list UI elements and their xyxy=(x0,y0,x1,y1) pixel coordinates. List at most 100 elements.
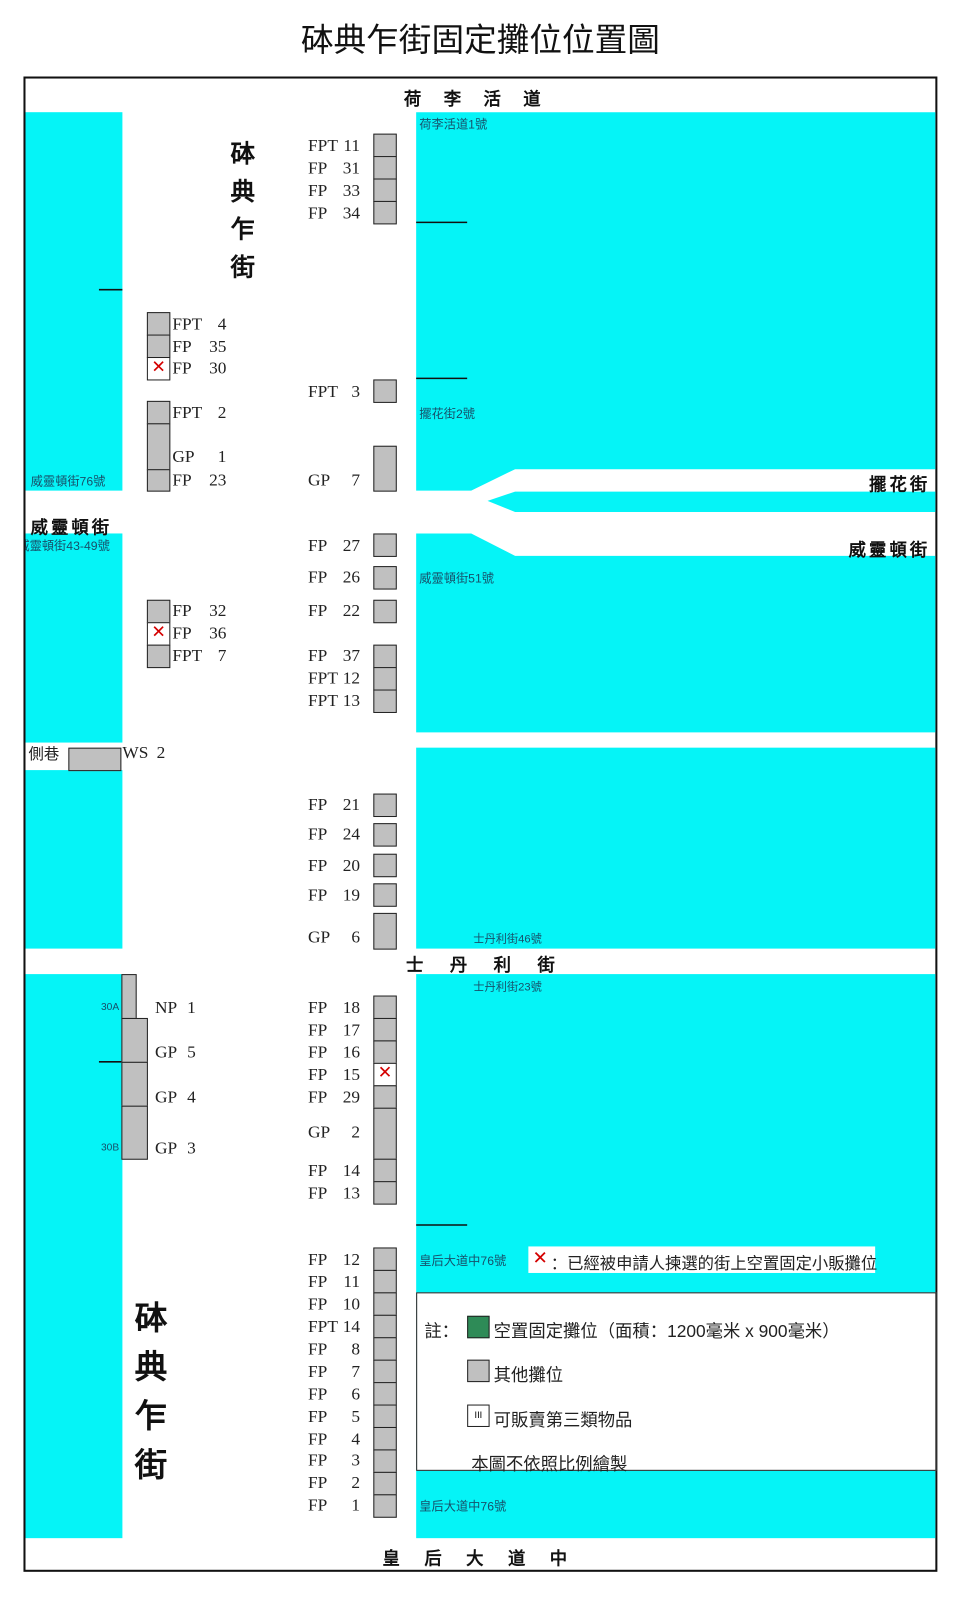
stall-fp-23[interactable] xyxy=(146,469,171,492)
stall-fp-4[interactable] xyxy=(373,1426,397,1451)
stall-fp-22[interactable] xyxy=(373,599,397,624)
stall-gp-6[interactable] xyxy=(373,912,397,950)
stall-prefix: GP xyxy=(308,927,331,947)
stall-prefix: FPT xyxy=(308,381,338,401)
stall-fp-15[interactable]: ✕ xyxy=(373,1062,397,1087)
stall-gp-2[interactable] xyxy=(373,1107,397,1160)
stall-fp-21[interactable] xyxy=(373,793,397,818)
stall-gp-4[interactable] xyxy=(121,1061,148,1107)
stall-fpt-3[interactable] xyxy=(373,379,397,403)
stall-fpt-14[interactable] xyxy=(373,1314,397,1339)
stall-fp-8[interactable] xyxy=(373,1337,397,1361)
stall-fpt-2[interactable] xyxy=(146,400,171,425)
stall-number: 26 xyxy=(342,567,361,587)
street-wellington-left: 威靈頓街 xyxy=(30,518,113,538)
address-label: 威靈頓街43-49號 xyxy=(25,538,110,553)
stall-number: 1 xyxy=(217,446,227,467)
stall-number: 2 xyxy=(217,402,227,423)
stall-number: 34 xyxy=(342,202,361,223)
stall-number: 12 xyxy=(342,1249,361,1269)
stall-prefix: FPT xyxy=(172,314,203,334)
stall-fp-5[interactable] xyxy=(373,1404,397,1428)
stall-fp-30[interactable]: ✕ xyxy=(146,357,171,381)
stall-fp-24[interactable] xyxy=(373,823,397,847)
stall-number: 11 xyxy=(343,135,361,156)
stall-fp-36[interactable]: ✕ xyxy=(146,622,171,646)
stall-fp-13[interactable] xyxy=(373,1181,397,1205)
street-queens-road: 皇后大道中 xyxy=(382,1549,592,1569)
stall-fp-35[interactable] xyxy=(146,334,171,359)
stall-prefix: FPT xyxy=(308,690,338,710)
stall-number: 5 xyxy=(351,1406,361,1426)
stall-fpt-12[interactable] xyxy=(373,667,397,691)
stall-number: 7 xyxy=(217,645,227,666)
stall-fp-34[interactable] xyxy=(373,200,397,225)
stall-fpt-13[interactable] xyxy=(373,689,397,713)
stall-prefix: FPT xyxy=(172,645,203,666)
stall-fp-7[interactable] xyxy=(373,1359,397,1384)
street-hollywood-road: 荷李活道 xyxy=(403,89,564,110)
address-label: 荷李活道1號 xyxy=(419,117,488,132)
stall-fp-14[interactable] xyxy=(373,1158,397,1183)
stall-fp-20[interactable] xyxy=(373,853,397,878)
stall-fp-29[interactable] xyxy=(373,1085,397,1109)
stall-fpt-7[interactable] xyxy=(146,644,171,669)
crossed-note: ✕ ：已經被申請人揀選的街上空置固定小販攤位 xyxy=(528,1246,877,1273)
legend-other: 其他攤位 xyxy=(493,1365,564,1386)
stall-fp-33[interactable] xyxy=(373,178,397,202)
street-pottinger-top: 砵 典 乍 街 xyxy=(227,143,258,294)
stall-fp-19[interactable] xyxy=(373,883,397,907)
address-clip: 威靈頓街43-49號 xyxy=(26,537,123,554)
stall-prefix: FP xyxy=(308,1339,328,1359)
stall-fp-12[interactable] xyxy=(373,1247,397,1271)
stall-fp-31[interactable] xyxy=(373,156,397,180)
stall-fp-26[interactable] xyxy=(373,566,397,590)
stall-number: 11 xyxy=(343,1271,361,1292)
stall-number: 17 xyxy=(342,1020,361,1040)
stall-tag-30a: 30A xyxy=(100,1001,120,1013)
cross-icon: ✕ xyxy=(377,1062,393,1084)
stall-fp-18[interactable] xyxy=(373,995,397,1019)
stall-fp-32[interactable] xyxy=(146,599,171,624)
stall-gp-3[interactable] xyxy=(121,1105,148,1160)
stall-np-1[interactable] xyxy=(121,974,137,1019)
stall-fp-2[interactable] xyxy=(373,1471,397,1496)
stall-gp-1[interactable] xyxy=(146,423,171,471)
stall-fp-37[interactable] xyxy=(373,644,397,669)
stall-fp-3[interactable] xyxy=(373,1449,397,1473)
stall-ws-2[interactable] xyxy=(68,747,122,772)
stall-prefix: FP xyxy=(308,1160,328,1181)
stall-fp-11[interactable] xyxy=(373,1269,397,1294)
stall-gp-5[interactable] xyxy=(121,1017,148,1063)
stall-prefix: FP xyxy=(172,358,192,378)
stall-fpt-11[interactable] xyxy=(373,133,397,158)
stall-prefix: FP xyxy=(172,470,192,490)
stall-fpt-4[interactable] xyxy=(146,312,171,336)
block-right-3 xyxy=(416,747,936,949)
stall-fp-6[interactable] xyxy=(373,1382,397,1406)
stall-fp-1[interactable] xyxy=(373,1494,397,1518)
stall-prefix: FP xyxy=(172,623,192,643)
stall-fp-16[interactable] xyxy=(373,1040,397,1064)
block-right-1 xyxy=(416,112,936,491)
stall-fp-27[interactable] xyxy=(373,533,397,557)
stall-fp-10[interactable] xyxy=(373,1292,397,1316)
street-char: 典 xyxy=(134,1348,168,1386)
stall-fp-17[interactable] xyxy=(373,1017,397,1042)
stall-gp-7[interactable] xyxy=(373,445,397,492)
